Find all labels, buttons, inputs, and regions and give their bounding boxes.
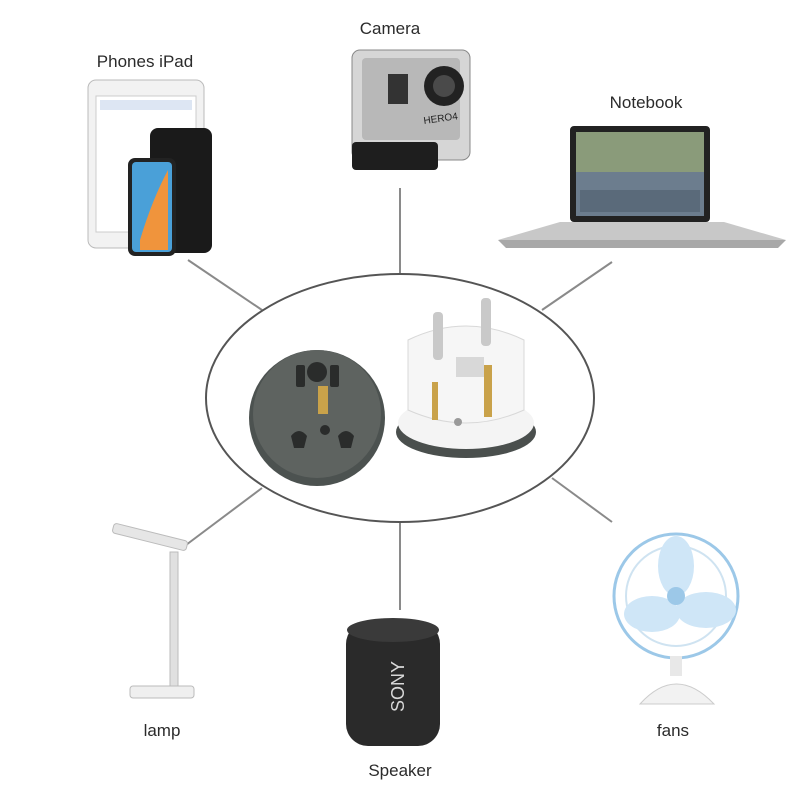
label-phones-ipad: Phones iPad [96,52,194,71]
fan-image [612,532,740,705]
universal-adapter-front [249,350,385,486]
label-camera: Camera [359,19,421,38]
camera-image: HERO4 [351,49,471,170]
notebook-image [498,126,786,248]
schuko-plug [396,298,536,458]
label-notebook: Notebook [609,93,683,112]
connector-fans [551,477,613,523]
speaker-brand: SONY [388,661,408,712]
speaker-image: SONY [346,618,440,746]
phones-ipad-image [87,79,212,256]
connector-lamp [185,487,263,546]
camera-brand: HERO4 [423,111,459,127]
label-lamp: lamp [143,721,181,740]
label-speaker: Speaker [368,761,432,780]
connector-lines [185,188,613,610]
lamp-image [112,523,195,699]
connector-phones [187,259,263,311]
connector-notebook [541,261,613,311]
label-fans: fans [656,721,690,740]
